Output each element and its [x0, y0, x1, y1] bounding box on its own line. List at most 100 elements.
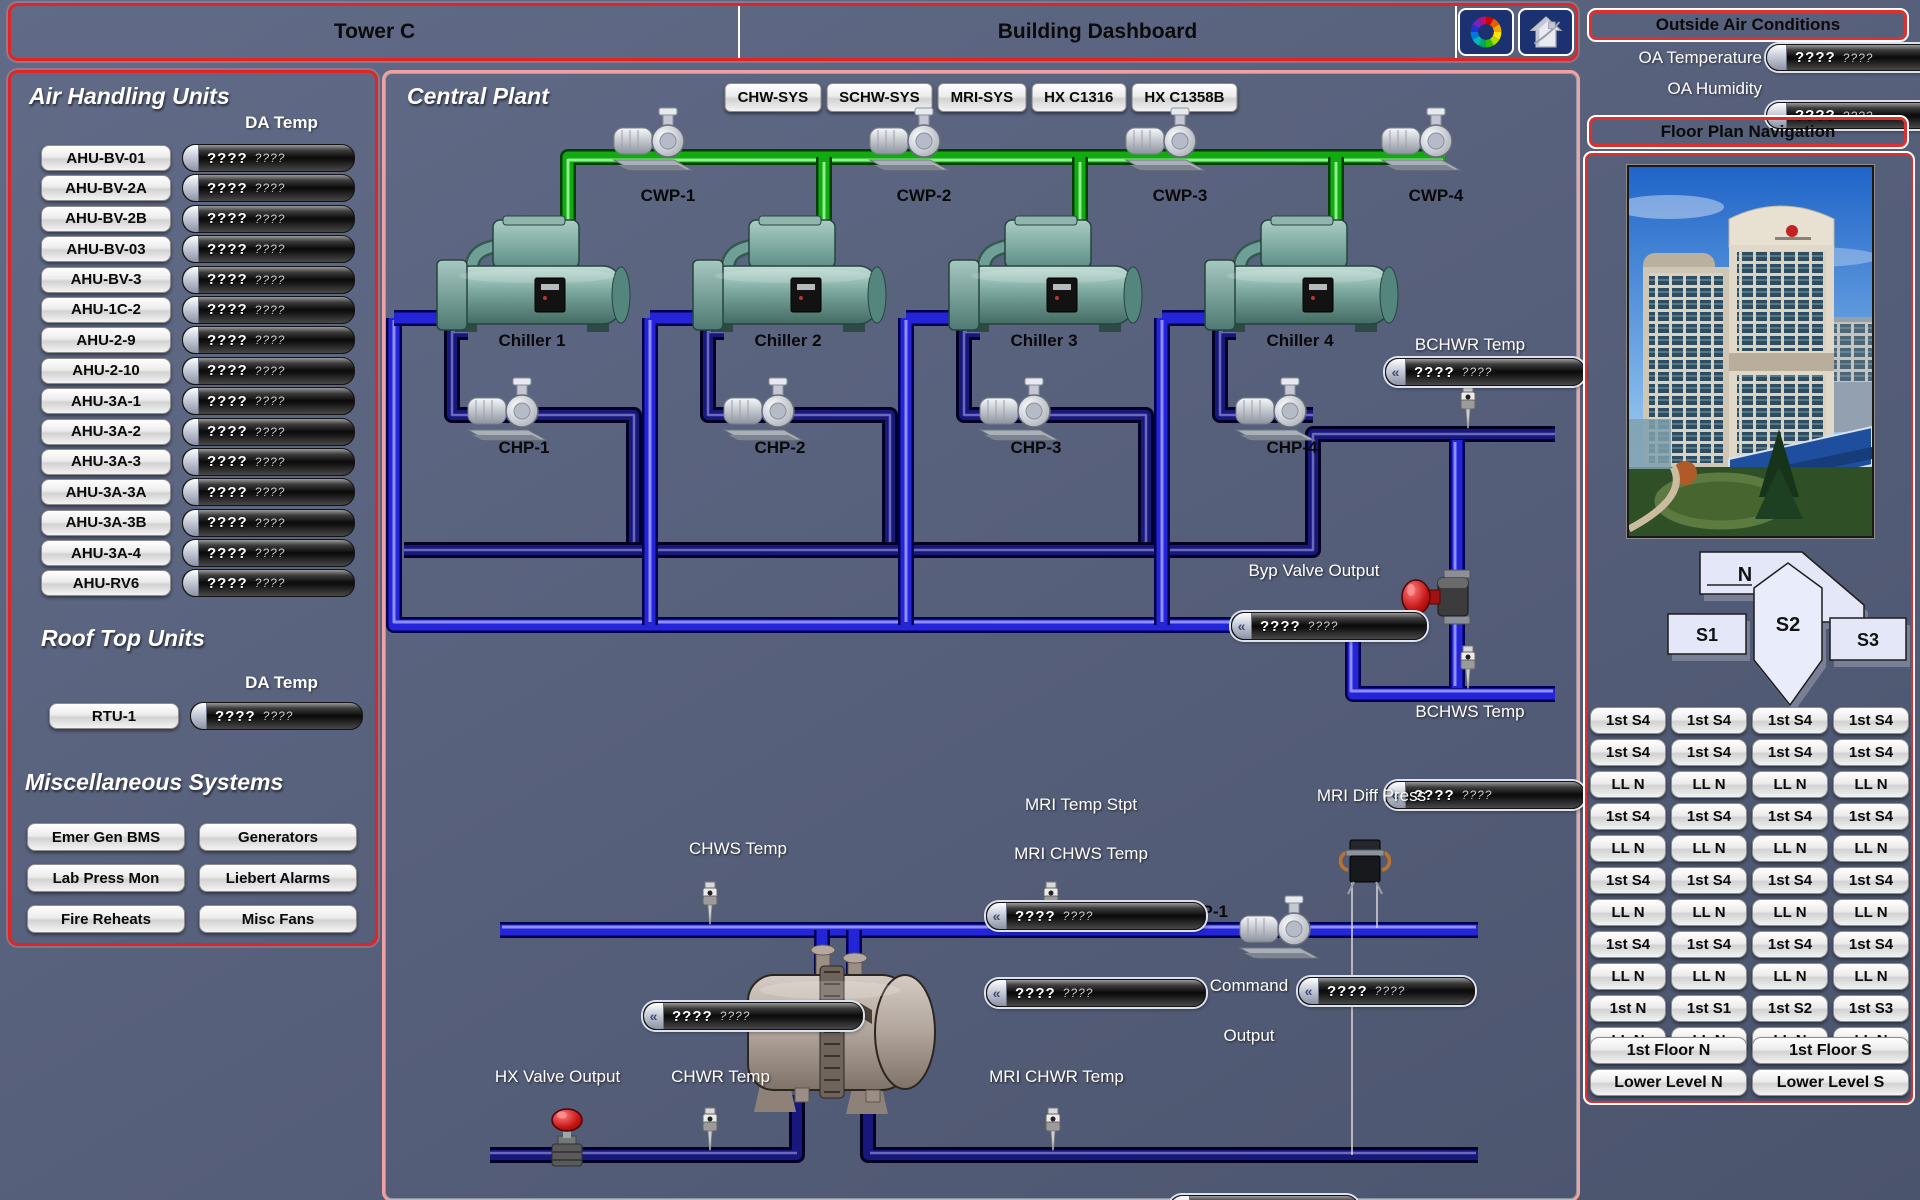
floor-button[interactable]: LL N [1590, 899, 1666, 926]
bypass-valve[interactable] [1401, 569, 1471, 625]
hx-valve[interactable] [551, 1108, 583, 1167]
ahu-da-temp-readout[interactable]: ???????? [182, 356, 355, 385]
floor-button[interactable]: LL N [1833, 835, 1909, 862]
bchws-temp-readout[interactable]: «???????? [1385, 781, 1585, 809]
cwp-4-pump[interactable] [1381, 107, 1461, 171]
floor-button[interactable]: 1st S4 [1590, 931, 1666, 958]
floor-button[interactable]: LL N [1671, 963, 1747, 990]
floor-button[interactable]: 1st S4 [1590, 803, 1666, 830]
floor-button[interactable]: 1st S4 [1671, 867, 1747, 894]
liebert-alarms-button[interactable]: Liebert Alarms [199, 864, 357, 892]
oa-temperature-readout[interactable]: ???????? [1766, 44, 1920, 71]
chp-1-pump[interactable] [467, 377, 547, 441]
chws-temp-readout[interactable]: «???????? [643, 1002, 863, 1030]
floor-button[interactable]: 1st S4 [1671, 739, 1747, 766]
mri-temp-stpt-readout[interactable]: «???????? [986, 902, 1206, 930]
byp-valve-output-readout[interactable]: «???????? [1231, 612, 1427, 640]
color-wheel-icon[interactable] [1458, 8, 1514, 56]
ahu-da-temp-readout[interactable]: ???????? [182, 447, 355, 476]
floor-button[interactable]: LL N [1833, 771, 1909, 798]
floor-button[interactable]: 1st S4 [1833, 707, 1909, 734]
ahu-da-temp-readout[interactable]: ???????? [182, 295, 355, 324]
expand-icon[interactable]: « [987, 980, 1007, 1006]
chiller-4-graphic[interactable] [1205, 216, 1398, 332]
chp-3-pump[interactable] [979, 377, 1059, 441]
floor-button[interactable]: 1st S4 [1752, 707, 1828, 734]
wing-s3-button[interactable] [1829, 617, 1907, 661]
ahu-da-temp-readout[interactable]: ???????? [182, 326, 355, 355]
floor-button[interactable]: 1st S4 [1833, 739, 1909, 766]
floor-button[interactable]: 1st S4 [1590, 867, 1666, 894]
floor-button[interactable]: LL N [1833, 899, 1909, 926]
chiller-3-graphic[interactable] [949, 216, 1142, 332]
chiller-2-graphic[interactable] [693, 216, 886, 332]
ahu-da-temp-readout[interactable]: ???????? [182, 265, 355, 294]
floor-button[interactable]: LL N [1752, 899, 1828, 926]
ahu-button[interactable]: AHU-BV-01 [41, 145, 171, 171]
floor-button[interactable]: 1st S2 [1752, 995, 1828, 1022]
floor-button[interactable]: 1st S4 [1752, 931, 1828, 958]
ahu-da-temp-readout[interactable]: ???????? [182, 569, 355, 598]
ahu-da-temp-readout[interactable]: ???????? [182, 508, 355, 537]
expand-icon[interactable]: « [644, 1003, 664, 1029]
wing-s2-button[interactable] [1753, 562, 1823, 707]
ahu-da-temp-readout[interactable]: ???????? [182, 174, 355, 203]
floor-button[interactable]: 1st S4 [1833, 931, 1909, 958]
ahu-button[interactable]: AHU-3A-3A [41, 479, 171, 506]
floor-button[interactable]: 1st S4 [1671, 803, 1747, 830]
misc-fans-button[interactable]: Misc Fans [199, 905, 357, 933]
emer-gen-bms-button[interactable]: Emer Gen BMS [27, 823, 185, 851]
ahu-button[interactable]: AHU-BV-3 [41, 266, 171, 293]
chp-2-pump[interactable] [723, 377, 803, 441]
lower-level-n-button[interactable]: Lower Level N [1590, 1069, 1747, 1096]
floor-button[interactable]: 1st S4 [1671, 931, 1747, 958]
ahu-button[interactable]: AHU-3A-4 [41, 540, 171, 567]
generators-button[interactable]: Generators [199, 823, 357, 851]
floor-button[interactable]: 1st S1 [1671, 995, 1747, 1022]
chiller-1-graphic[interactable] [437, 216, 630, 332]
expand-icon[interactable]: « [1299, 978, 1319, 1004]
lower-level-s-button[interactable]: Lower Level S [1752, 1069, 1909, 1096]
floor-button[interactable]: 1st S4 [1752, 739, 1828, 766]
floor-button[interactable]: LL N [1590, 835, 1666, 862]
chp-4-pump[interactable] [1235, 377, 1315, 441]
floor-button[interactable]: 1st S4 [1671, 707, 1747, 734]
hx-c1316-button[interactable]: HX C1316 [1031, 83, 1127, 112]
ahu-da-temp-readout[interactable]: ???????? [182, 417, 355, 446]
floor-button[interactable]: LL N [1752, 771, 1828, 798]
first-floor-s-button[interactable]: 1st Floor S [1752, 1037, 1909, 1064]
mri-diff-press-readout[interactable]: «???????? [1298, 977, 1475, 1005]
floor-button[interactable]: 1st S4 [1590, 707, 1666, 734]
floor-button[interactable]: LL N [1833, 963, 1909, 990]
schw-sys-button[interactable]: SCHW-SYS [826, 83, 933, 112]
rtu-button[interactable]: RTU-1 [49, 703, 179, 729]
floor-button[interactable]: 1st S3 [1833, 995, 1909, 1022]
chwp-1-pump[interactable] [1239, 895, 1319, 959]
lab-press-mon-button[interactable]: Lab Press Mon [27, 864, 185, 892]
ahu-da-temp-readout[interactable]: ???????? [182, 204, 355, 233]
rtu-da-temp-readout[interactable]: ???????? [190, 702, 363, 730]
ahu-da-temp-readout[interactable]: ???????? [182, 478, 355, 507]
floor-button[interactable]: LL N [1671, 835, 1747, 862]
ahu-button[interactable]: AHU-1C-2 [41, 296, 171, 323]
mri-chws-temp-readout[interactable]: «???????? [986, 979, 1206, 1007]
first-floor-n-button[interactable]: 1st Floor N [1590, 1037, 1747, 1064]
ahu-button[interactable]: AHU-BV-03 [41, 236, 171, 263]
chw-sys-button[interactable]: CHW-SYS [724, 83, 822, 112]
expand-icon[interactable]: « [1386, 782, 1406, 808]
ahu-da-temp-readout[interactable]: ???????? [182, 539, 355, 568]
floor-button[interactable]: 1st S4 [1590, 739, 1666, 766]
ahu-button[interactable]: AHU-3A-1 [41, 388, 171, 415]
ahu-button[interactable]: AHU-3A-3 [41, 448, 171, 475]
ahu-button[interactable]: AHU-RV6 [41, 570, 171, 597]
ahu-button[interactable]: AHU-2-9 [41, 327, 171, 354]
floor-button[interactable]: LL N [1752, 835, 1828, 862]
floor-button[interactable]: 1st S4 [1752, 867, 1828, 894]
ahu-button[interactable]: AHU-3A-2 [41, 418, 171, 445]
ahu-button[interactable]: AHU-2-10 [41, 357, 171, 384]
hx-c1358b-button[interactable]: HX C1358B [1131, 83, 1238, 112]
bchwr-temp-readout[interactable]: «???????? [1385, 358, 1585, 386]
floor-button[interactable]: LL N [1671, 771, 1747, 798]
ahu-button[interactable]: AHU-BV-2A [41, 175, 171, 202]
ahu-button[interactable]: AHU-3A-3B [41, 509, 171, 536]
